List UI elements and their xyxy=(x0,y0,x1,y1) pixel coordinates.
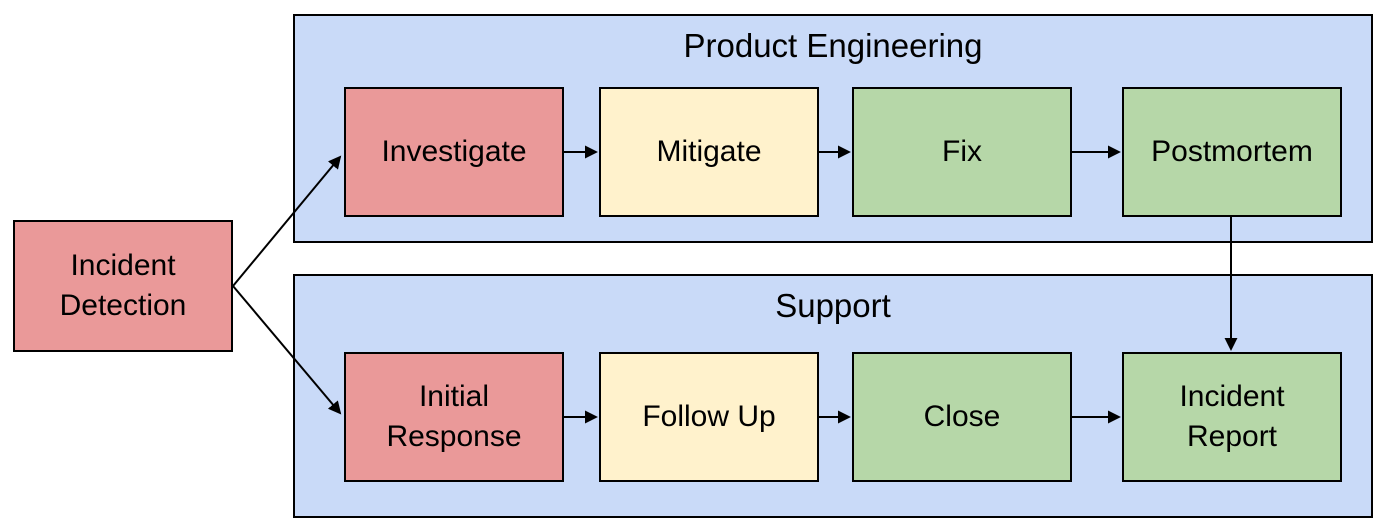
node-label-fix: Fix xyxy=(942,134,982,168)
node-investigate: Investigate xyxy=(344,87,564,217)
node-mitigate: Mitigate xyxy=(599,87,819,217)
node-fix: Fix xyxy=(852,87,1072,217)
node-label-initial-response: Initial Response xyxy=(386,379,522,454)
node-incident-detection: Incident Detection xyxy=(13,220,233,352)
lane-title-product-engineering: Product Engineering xyxy=(683,27,983,64)
lane-title-support: Support xyxy=(775,287,891,324)
node-label-mitigate: Mitigate xyxy=(656,134,762,168)
node-label-follow-up: Follow Up xyxy=(642,399,776,433)
node-label-investigate: Investigate xyxy=(381,134,527,168)
node-initial-response: Initial Response xyxy=(344,352,564,482)
node-incident-report: Incident Report xyxy=(1122,352,1342,482)
node-label-postmortem: Postmortem xyxy=(1151,134,1313,168)
node-label-incident-detection: Incident Detection xyxy=(59,248,187,323)
node-postmortem: Postmortem xyxy=(1122,87,1342,217)
node-follow-up: Follow Up xyxy=(599,352,819,482)
node-label-incident-report: Incident Report xyxy=(1179,379,1285,454)
node-label-close: Close xyxy=(923,399,1001,433)
node-close: Close xyxy=(852,352,1072,482)
